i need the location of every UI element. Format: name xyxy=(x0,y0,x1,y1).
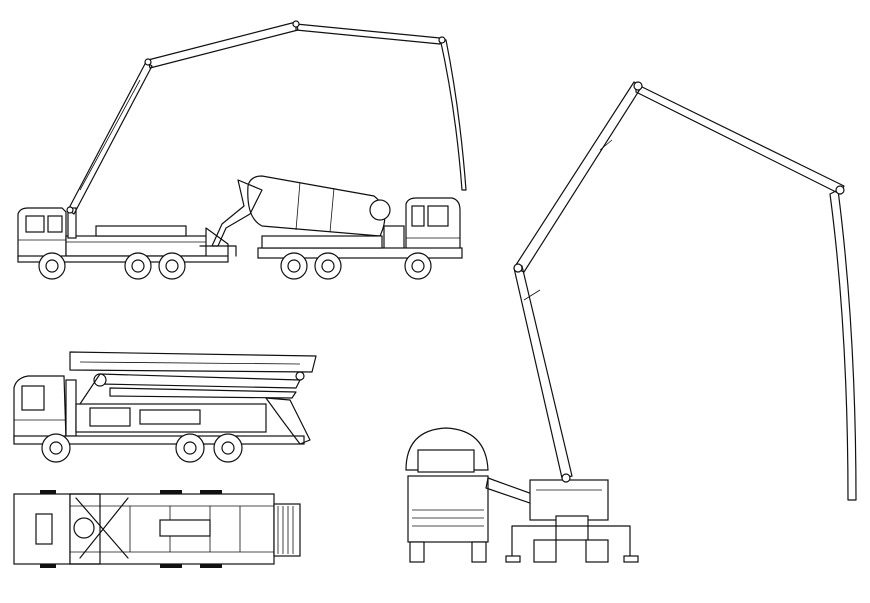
pump-boom-extended xyxy=(66,20,467,215)
rear-view-pump-and-mixer xyxy=(405,81,857,563)
side-view-pump-truck-folded xyxy=(13,351,317,463)
rear-boom-extended xyxy=(513,81,857,501)
pump-truck-cab xyxy=(17,207,67,259)
top-view-pump-truck xyxy=(13,490,301,568)
folded-truck-wheels xyxy=(41,433,243,463)
side-view-pump-and-mixer xyxy=(17,20,467,280)
folded-boom xyxy=(69,351,317,405)
folded-truck-body xyxy=(13,379,311,445)
pump-truck-rear xyxy=(505,479,639,563)
pump-truck-body xyxy=(17,207,237,263)
mixer-truck xyxy=(211,175,463,280)
mixer-rear xyxy=(405,427,561,563)
pump-truck-wheels xyxy=(38,252,186,280)
folded-truck-cab xyxy=(13,375,67,441)
